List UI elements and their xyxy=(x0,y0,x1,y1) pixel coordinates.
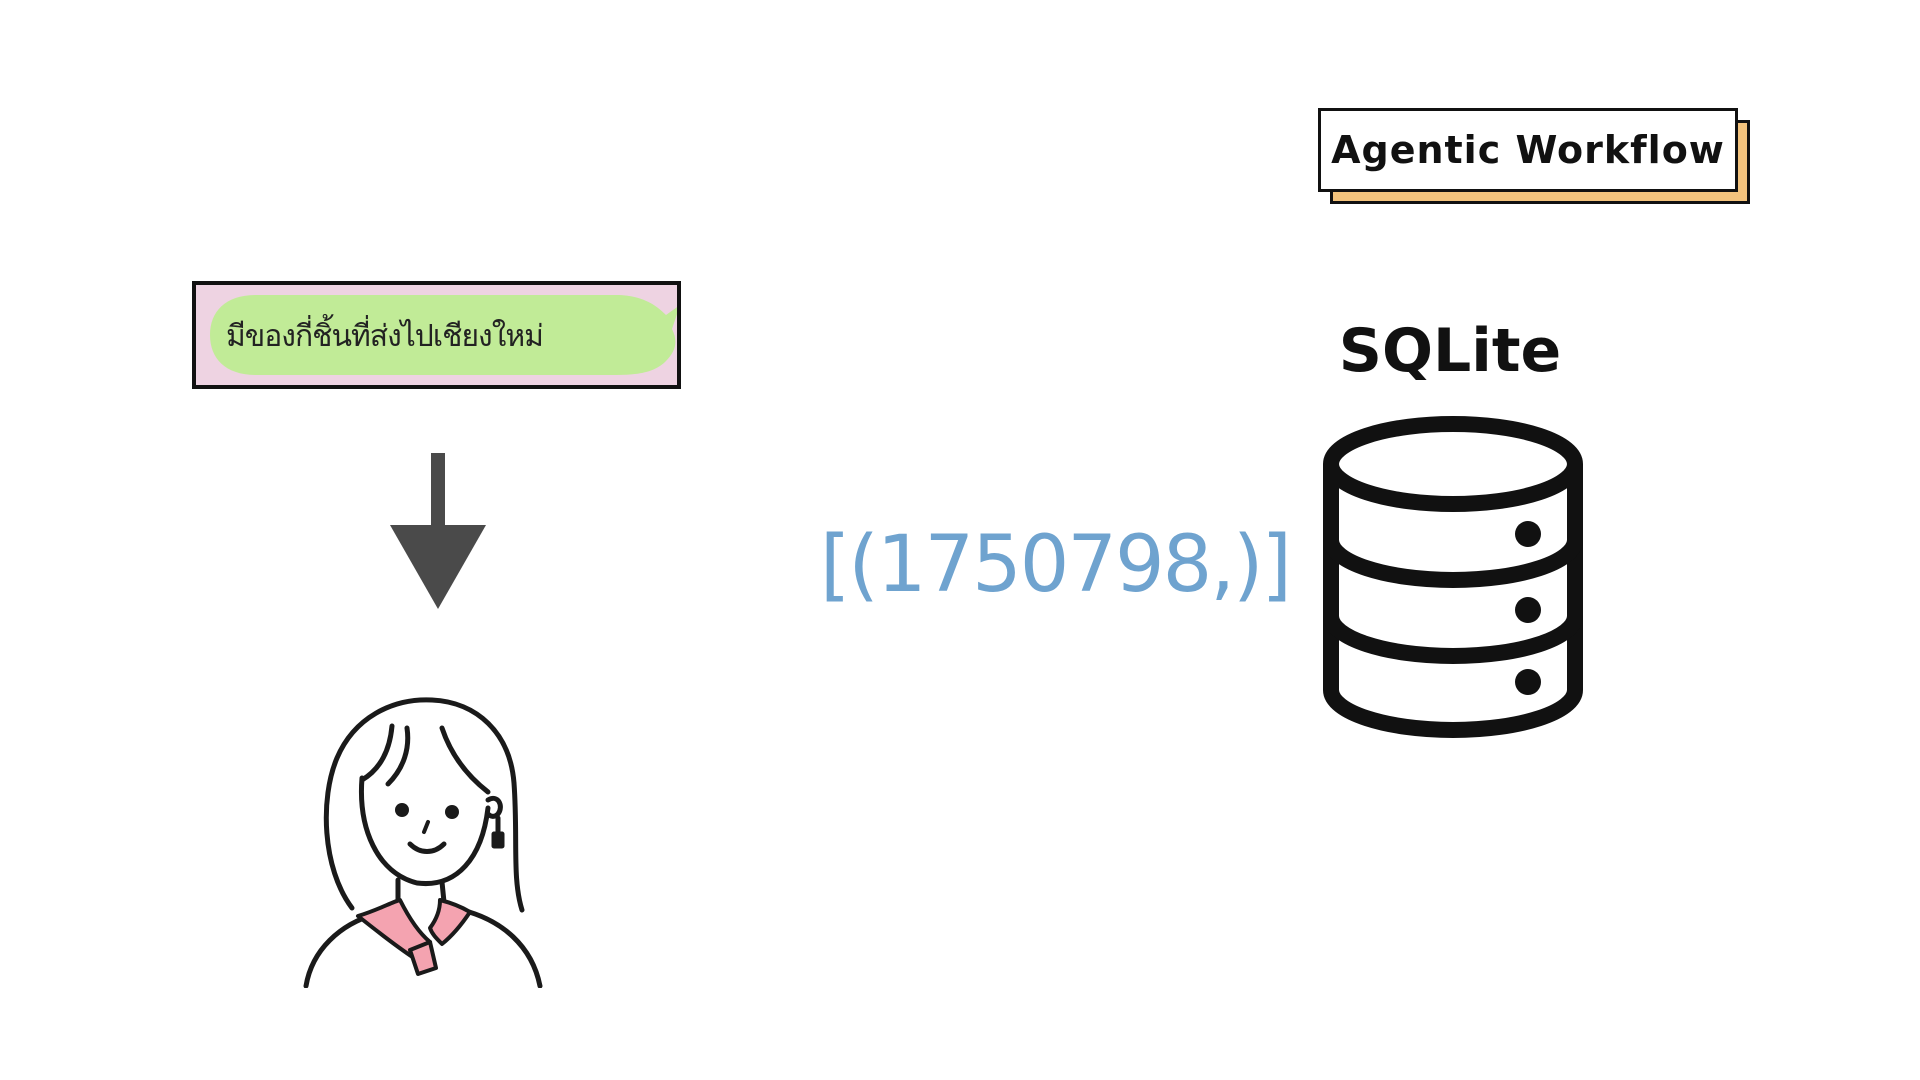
database-icon xyxy=(1323,416,1583,738)
agentic-workflow-tag: Agentic Workflow xyxy=(1318,108,1750,204)
agentic-workflow-label: Agentic Workflow xyxy=(1318,108,1738,192)
question-card: มีของกี่ชิ้นที่ส่งไปเชียงใหม่ xyxy=(192,281,681,389)
sqlite-title: SQLite xyxy=(1338,316,1562,386)
query-result: [(1750798,)] xyxy=(820,520,1292,610)
arrow-down-icon xyxy=(390,453,486,609)
chat-bubble-icon xyxy=(210,295,677,375)
question-text: มีของกี่ชิ้นที่ส่งไปเชียงใหม่ xyxy=(226,319,544,354)
person-icon xyxy=(303,697,543,988)
